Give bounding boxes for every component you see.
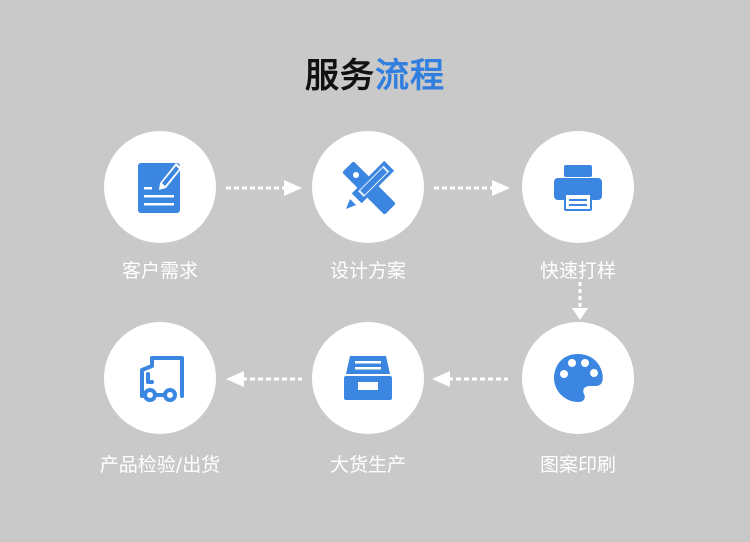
- step-label: 客户需求: [121, 260, 198, 282]
- step-printing: [522, 322, 634, 434]
- pencil-ruler-icon: [342, 160, 396, 215]
- document-edit-icon: [138, 163, 182, 213]
- page-title: 服务流程: [0, 48, 750, 97]
- arrow-left-icon: [226, 371, 302, 387]
- step-prototype: [522, 131, 634, 243]
- step-design: [312, 131, 424, 243]
- step-customer-needs: [104, 131, 216, 243]
- arrow-right-icon: [226, 180, 302, 196]
- palette-icon: [554, 354, 603, 402]
- step-label: 设计方案: [329, 260, 406, 282]
- step-label: 图案印刷: [539, 454, 616, 476]
- step-mass-production: [312, 322, 424, 434]
- arrow-left-icon: [432, 371, 508, 387]
- title-part2: 流程: [375, 56, 445, 96]
- step-label: 大货生产: [329, 454, 406, 476]
- truck-icon: [140, 356, 184, 402]
- title-part1: 服务: [305, 56, 375, 96]
- arrow-right-icon: [434, 180, 510, 196]
- step-label: 快速打样: [539, 260, 616, 282]
- printer-icon: [554, 165, 602, 211]
- step-label: 产品检验/出货: [99, 454, 221, 476]
- step-inspection-shipping: [104, 322, 216, 434]
- arrow-down-icon: [572, 282, 588, 320]
- archive-box-icon: [344, 356, 392, 400]
